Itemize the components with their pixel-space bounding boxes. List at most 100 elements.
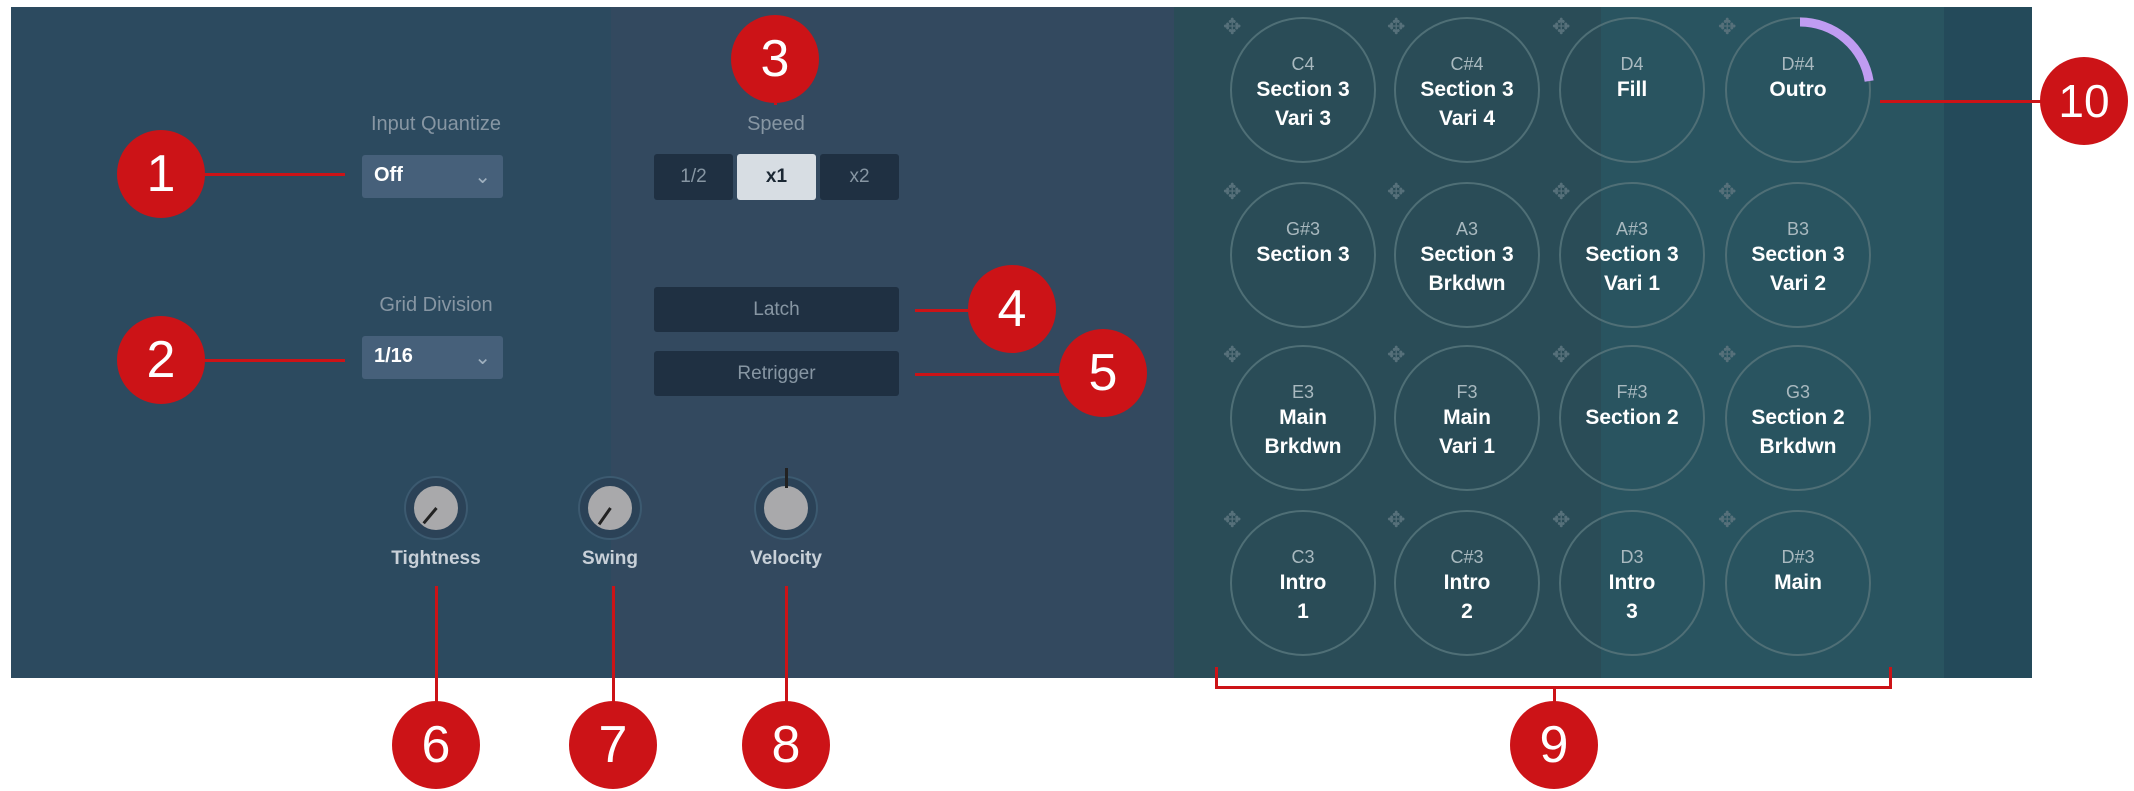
move-handle-icon[interactable]: ✥ — [1552, 507, 1571, 532]
move-handle-icon[interactable]: ✥ — [1223, 14, 1242, 39]
callout-8: 8 — [742, 701, 830, 789]
pad-name: Main — [1443, 406, 1491, 429]
pad-note: G#3 — [1285, 219, 1321, 239]
velocity-knob[interactable] — [756, 468, 816, 538]
pad-sub: Vari 4 — [1438, 107, 1496, 130]
callout-9: 9 — [1510, 701, 1598, 789]
pad-sub: Vari 1 — [1438, 435, 1496, 458]
callout-line — [435, 586, 438, 706]
pad-note: G3 — [1785, 382, 1810, 402]
speed-half-button[interactable]: 1/2 — [654, 154, 733, 200]
callout-bracket — [1889, 667, 1892, 688]
pad-note: E3 — [1291, 382, 1315, 402]
move-handle-icon[interactable]: ✥ — [1223, 507, 1242, 532]
speed-x1-button[interactable]: x1 — [737, 154, 816, 200]
grid-division-label: Grid Division — [379, 294, 493, 316]
move-handle-icon[interactable]: ✥ — [1223, 342, 1242, 367]
tightness-knob[interactable] — [406, 478, 466, 538]
pad-name: Section 3 — [1256, 243, 1350, 266]
pad-name: Main — [1279, 406, 1327, 429]
move-handle-icon[interactable]: ✥ — [1718, 342, 1737, 367]
input-quantize-value: Off — [374, 164, 403, 186]
pad[interactable]: F#3 Section 2 — [1559, 345, 1705, 491]
pad-sub: Vari 3 — [1274, 107, 1332, 130]
move-handle-icon[interactable]: ✥ — [1387, 179, 1406, 204]
pad-name: Section 3 — [1751, 243, 1845, 266]
callout-line — [1880, 100, 2050, 103]
pad[interactable]: A#3 Section 3 Vari 1 — [1559, 182, 1705, 328]
pad-note: C#3 — [1450, 547, 1484, 567]
move-handle-icon[interactable]: ✥ — [1387, 507, 1406, 532]
callout-2: 2 — [117, 316, 205, 404]
pad[interactable]: C3 Intro 1 — [1230, 510, 1376, 656]
pad[interactable]: C4 Section 3 Vari 3 — [1230, 17, 1376, 163]
pad-note: A#3 — [1615, 219, 1649, 239]
pad-note: D3 — [1620, 547, 1644, 567]
pad-sub: Brkdwn — [1264, 435, 1342, 458]
callout-line — [785, 586, 788, 706]
pad[interactable]: C#3 Intro 2 — [1394, 510, 1540, 656]
pad[interactable]: A3 Section 3 Brkdwn — [1394, 182, 1540, 328]
velocity-label: Velocity — [750, 548, 822, 569]
retrigger-button[interactable]: Retrigger — [654, 351, 899, 396]
pad-sub: 2 — [1461, 600, 1473, 623]
callout-4: 4 — [968, 265, 1056, 353]
pad-progress-arc — [1799, 17, 1874, 82]
callout-6: 6 — [392, 701, 480, 789]
move-handle-icon[interactable]: ✥ — [1552, 179, 1571, 204]
callout-line — [200, 359, 345, 362]
move-handle-icon[interactable]: ✥ — [1718, 507, 1737, 532]
latch-button[interactable]: Latch — [654, 287, 899, 332]
pad-name: Intro — [1279, 571, 1327, 594]
pad-note: D#3 — [1781, 547, 1815, 567]
callout-line — [915, 373, 1065, 376]
pad-name: Outro — [1769, 78, 1827, 101]
pad[interactable]: G3 Section 2 Brkdwn — [1725, 345, 1871, 491]
pad-name: Section 3 — [1420, 78, 1514, 101]
pad[interactable]: E3 Main Brkdwn — [1230, 345, 1376, 491]
pad[interactable]: G#3 Section 3 — [1230, 182, 1376, 328]
pad[interactable]: D#3 Main — [1725, 510, 1871, 656]
pad[interactable]: B3 Section 3 Vari 2 — [1725, 182, 1871, 328]
pad-name: Section 3 — [1585, 243, 1679, 266]
input-quantize-dropdown[interactable]: Off ⌄ — [362, 155, 503, 198]
pad-name: Intro — [1443, 571, 1491, 594]
swing-label: Swing — [582, 548, 638, 569]
pad[interactable]: D4 Fill — [1559, 17, 1705, 163]
pad-note: F3 — [1456, 382, 1478, 402]
pad-name: Section 2 — [1751, 406, 1845, 429]
move-handle-icon[interactable]: ✥ — [1387, 342, 1406, 367]
callout-line — [1553, 686, 1556, 706]
grid-division-dropdown[interactable]: 1/16⌄ — [362, 336, 503, 379]
grid-division-value: 1/16 — [374, 345, 413, 367]
pad-note: C3 — [1291, 547, 1315, 567]
pad-note: C4 — [1291, 54, 1315, 74]
callout-line — [612, 586, 615, 706]
move-handle-icon[interactable]: ✥ — [1223, 179, 1242, 204]
callout-5: 5 — [1059, 329, 1147, 417]
speed-x2-button[interactable]: x2 — [820, 154, 899, 200]
move-handle-icon[interactable]: ✥ — [1387, 14, 1406, 39]
pad[interactable]: D3 Intro 3 — [1559, 510, 1705, 656]
pad-sub: Brkdwn — [1428, 272, 1506, 295]
pad-note: B3 — [1786, 219, 1810, 239]
callout-line — [200, 173, 345, 176]
move-handle-icon[interactable]: ✥ — [1718, 14, 1737, 39]
move-handle-icon[interactable]: ✥ — [1552, 342, 1571, 367]
swing-knob[interactable] — [580, 478, 640, 538]
pad-sub: 1 — [1297, 600, 1309, 623]
pad-name: Section 3 — [1420, 243, 1514, 266]
pad[interactable]: D#4 Outro — [1725, 17, 1871, 163]
callout-7: 7 — [569, 701, 657, 789]
pad[interactable]: C#4 Section 3 Vari 4 — [1394, 17, 1540, 163]
move-handle-icon[interactable]: ✥ — [1718, 179, 1737, 204]
chevron-down-icon: ⌄ — [474, 166, 491, 188]
pad[interactable]: F3 Main Vari 1 — [1394, 345, 1540, 491]
pad-sub: 3 — [1626, 600, 1638, 623]
pad-sub: Brkdwn — [1759, 435, 1837, 458]
pad-note: F#3 — [1616, 382, 1648, 402]
pad-note: C#4 — [1450, 54, 1484, 74]
callout-10: 10 — [2040, 57, 2128, 145]
pad-name: Section 2 — [1585, 406, 1679, 429]
move-handle-icon[interactable]: ✥ — [1552, 14, 1571, 39]
